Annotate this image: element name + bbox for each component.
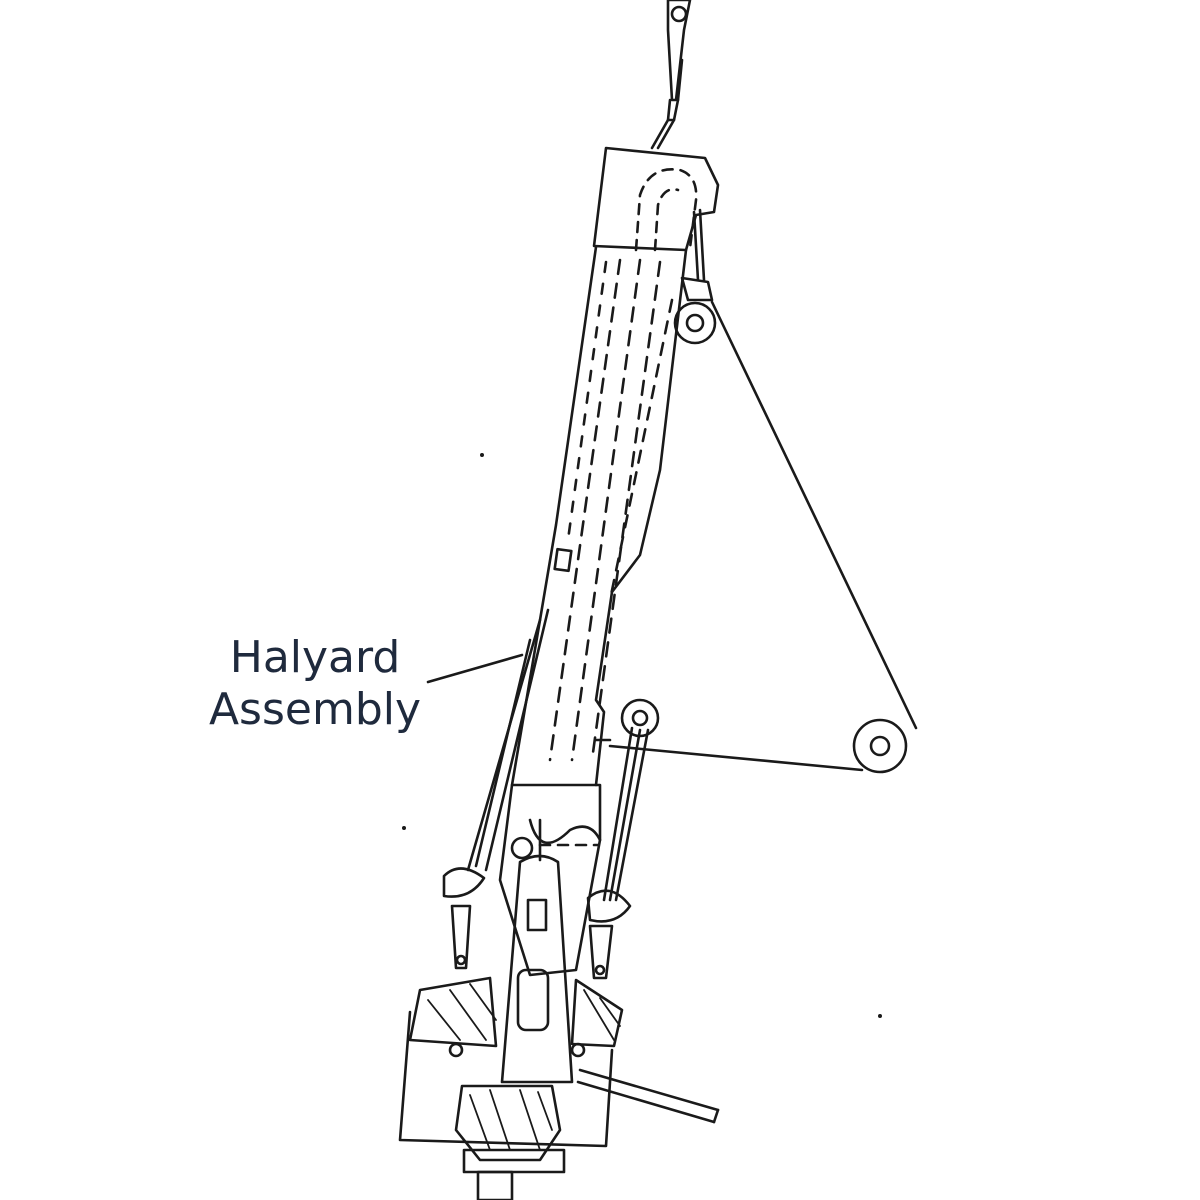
masthead-cap xyxy=(592,146,720,252)
right-shackle xyxy=(586,889,632,980)
turnbuckle xyxy=(500,818,574,1084)
mast-base xyxy=(398,1010,720,1148)
callout-leader-line xyxy=(426,653,524,684)
halyard-assembly-label: Halyard Assembly xyxy=(190,632,440,736)
specks xyxy=(402,453,882,1018)
label-line-2: Assembly xyxy=(208,684,422,735)
label-line-1: Halyard xyxy=(229,632,401,683)
spreader-triangle xyxy=(608,300,918,774)
mast-step-housing xyxy=(498,783,602,977)
mast-tube xyxy=(510,245,688,787)
deck-collar xyxy=(408,976,624,1058)
top-rod xyxy=(650,0,692,150)
halyard-assembly xyxy=(442,608,550,970)
upper-sheave xyxy=(673,208,717,345)
lower-sheave xyxy=(602,698,660,902)
step-casting xyxy=(454,1084,566,1200)
